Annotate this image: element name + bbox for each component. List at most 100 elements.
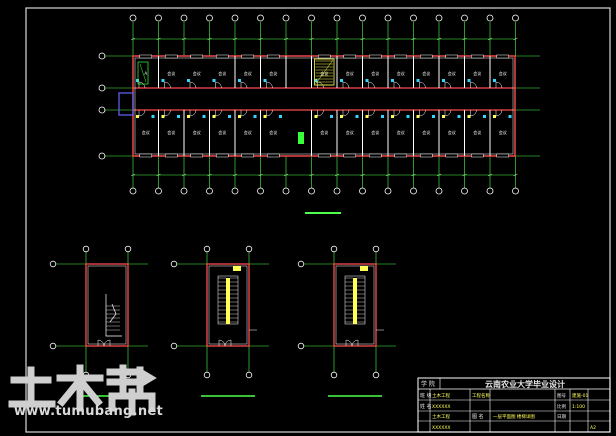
room-label-top: 会议 bbox=[397, 70, 405, 76]
fixture-mark bbox=[442, 115, 445, 118]
door-swing bbox=[368, 109, 375, 117]
fixture-mark bbox=[202, 115, 206, 118]
fixture-mark bbox=[416, 79, 420, 82]
axis-bubble bbox=[297, 342, 305, 350]
fixture-mark bbox=[457, 115, 461, 118]
window bbox=[496, 153, 509, 158]
axis-bubble bbox=[435, 14, 443, 22]
fixture-mark bbox=[263, 79, 267, 82]
fixture-mark bbox=[187, 79, 190, 82]
fixture-mark bbox=[228, 115, 231, 118]
room-label-top: 会议 bbox=[499, 70, 507, 76]
watermark-url: www.tumubang.net bbox=[14, 404, 164, 419]
room-label-top: 会议 bbox=[422, 70, 430, 76]
fixture-mark bbox=[432, 115, 435, 118]
watermark-logo bbox=[8, 364, 157, 416]
stair-detail-3 bbox=[297, 245, 396, 397]
fixture-mark bbox=[177, 115, 180, 118]
axis-bubble bbox=[333, 14, 341, 22]
room-label-top: 会议 bbox=[167, 70, 175, 76]
axis-bubble bbox=[330, 371, 338, 379]
room-label-top: 会议 bbox=[269, 70, 277, 76]
axis-bubble bbox=[282, 187, 290, 195]
fixture-mark bbox=[381, 115, 384, 118]
axis-bubble bbox=[124, 245, 132, 253]
door-swing bbox=[215, 81, 222, 89]
fixture-mark bbox=[508, 115, 512, 118]
axis-bubble bbox=[308, 14, 315, 22]
fixture-mark bbox=[151, 115, 155, 118]
door-swing bbox=[470, 81, 477, 89]
fixture-mark bbox=[238, 79, 241, 82]
door-swing bbox=[470, 109, 477, 117]
axis-bubble bbox=[512, 14, 519, 22]
dim-tick bbox=[513, 37, 518, 41]
door-swing bbox=[189, 81, 197, 89]
window bbox=[394, 153, 407, 158]
axis-bubble bbox=[82, 245, 90, 253]
fixture-mark bbox=[442, 79, 445, 82]
window bbox=[139, 54, 152, 59]
fixture-mark bbox=[365, 115, 369, 118]
tb-cell-r2c3: 工程名称 bbox=[472, 392, 490, 399]
stair-door bbox=[345, 339, 359, 347]
room-label-bottom: 会议 bbox=[269, 129, 277, 135]
window bbox=[496, 54, 509, 59]
axis-bubble bbox=[245, 371, 253, 379]
tb-cell-r3c1: 姓 名 bbox=[420, 403, 432, 410]
window bbox=[369, 54, 382, 59]
axis-bubble bbox=[170, 342, 178, 350]
tb-cell-r4c4: 一层平面图 楼梯详图 bbox=[493, 413, 535, 420]
door-swing bbox=[495, 109, 503, 117]
fixture-mark bbox=[483, 115, 486, 118]
plan-green-mark bbox=[298, 132, 304, 144]
axis-bubble bbox=[155, 187, 162, 195]
fixture-mark bbox=[314, 115, 318, 118]
axis-bubble bbox=[461, 187, 468, 195]
room-label-bottom: 会议 bbox=[422, 129, 430, 135]
door-swing bbox=[164, 109, 171, 117]
fixture-mark bbox=[253, 115, 257, 118]
door-swing bbox=[342, 109, 350, 117]
fixture-mark bbox=[365, 79, 369, 82]
axis-bubble bbox=[170, 260, 178, 268]
window bbox=[343, 54, 356, 59]
room-label-bottom: 会议 bbox=[448, 129, 456, 135]
fixture-mark bbox=[493, 115, 496, 118]
room-label-top: 会议 bbox=[193, 70, 201, 76]
door-swing bbox=[419, 109, 426, 117]
axis-bubble bbox=[308, 187, 315, 195]
room-label-top: 会议 bbox=[473, 70, 481, 76]
axis-bubble bbox=[330, 245, 338, 253]
fixture-mark bbox=[136, 115, 139, 118]
stair-door bbox=[218, 339, 232, 347]
tb-cell-r3c5: 比例 bbox=[557, 403, 566, 410]
axis-bubble bbox=[155, 14, 162, 22]
door-swing bbox=[342, 81, 350, 89]
axis-bubble bbox=[461, 14, 468, 22]
fixture-mark bbox=[161, 115, 165, 118]
stair-inner-wall bbox=[87, 265, 127, 345]
window bbox=[394, 54, 407, 59]
window bbox=[318, 153, 331, 158]
fixture-mark bbox=[467, 115, 471, 118]
window bbox=[445, 54, 458, 59]
window bbox=[471, 54, 484, 59]
fixture-mark bbox=[493, 79, 496, 82]
axis-bubble bbox=[384, 187, 392, 195]
fixture-mark bbox=[340, 115, 343, 118]
stair-wall bbox=[333, 263, 377, 347]
window bbox=[318, 54, 331, 59]
stair-mark bbox=[360, 266, 368, 271]
fixture-mark bbox=[187, 115, 190, 118]
window bbox=[241, 153, 254, 158]
axis-bubble bbox=[98, 106, 106, 114]
axis-bubble bbox=[203, 245, 211, 253]
tb-cell-r4c5: 日期 bbox=[557, 414, 566, 420]
room-label-top: 会议 bbox=[346, 70, 354, 76]
axis-bubble bbox=[98, 152, 106, 160]
window bbox=[420, 153, 433, 158]
fixture-mark bbox=[330, 115, 333, 118]
axis-bubble bbox=[98, 84, 106, 92]
fixture-mark bbox=[314, 79, 318, 82]
